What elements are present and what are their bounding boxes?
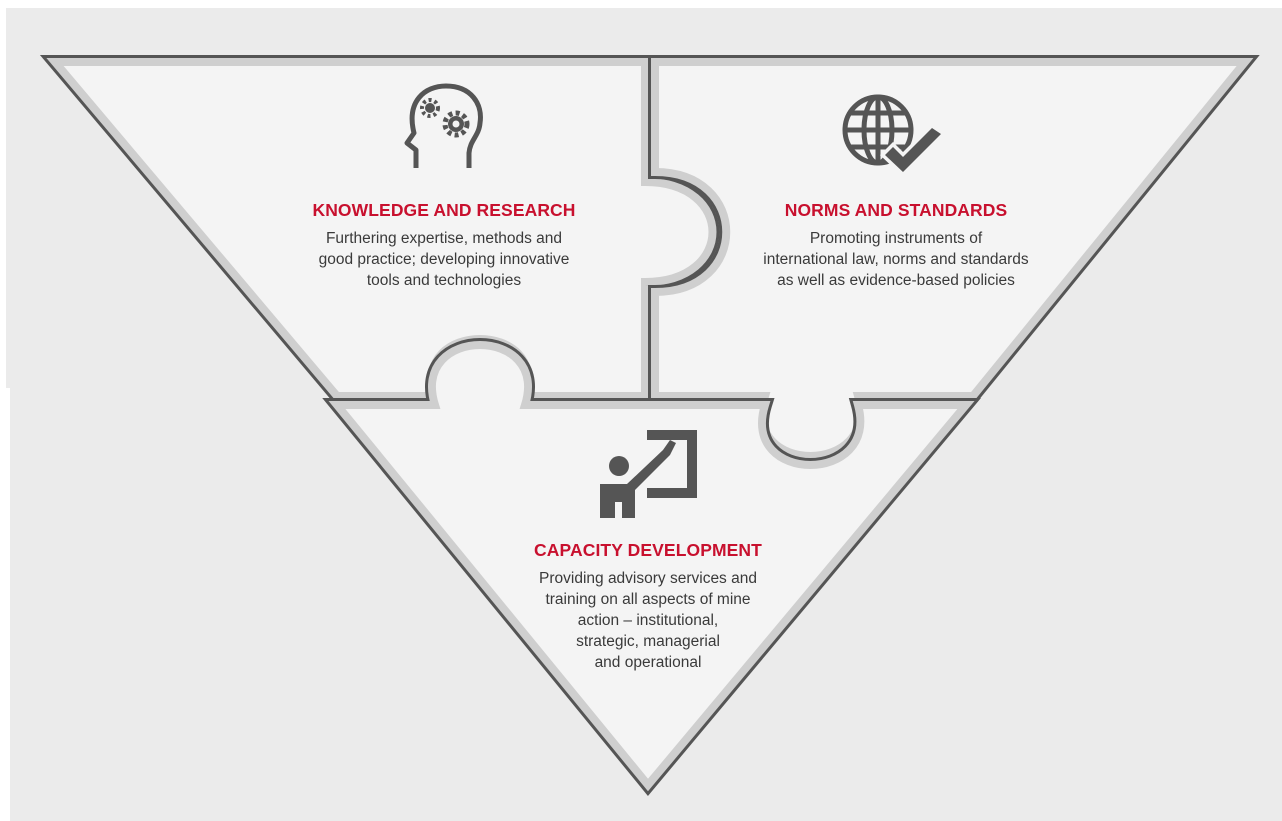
teacher-board-icon — [600, 430, 697, 518]
knowledge-text-block: KNOWLEDGE AND RESEARCH Furthering expert… — [284, 200, 604, 291]
capacity-description-line: strategic, managerial — [576, 633, 720, 650]
knowledge-description-line: tools and technologies — [366, 272, 522, 289]
knowledge-description-line: good practice; developing innovative — [318, 251, 570, 268]
norms-description-line: Promoting instruments of — [809, 230, 983, 247]
globe-check-icon — [842, 94, 947, 177]
knowledge-description-line: Furthering expertise, methods and — [325, 230, 563, 247]
capacity-description-line: Providing advisory services and — [539, 570, 757, 587]
capacity-description-line: action – institutional, — [577, 612, 719, 629]
knowledge-title: KNOWLEDGE AND RESEARCH — [312, 200, 576, 220]
capacity-description-line: training on all aspects of mine — [545, 591, 751, 608]
capacity-title: CAPACITY DEVELOPMENT — [534, 540, 762, 560]
capacity-text-block: CAPACITY DEVELOPMENT Providing advisory … — [488, 540, 808, 673]
norms-description-line: international law, norms and standards — [763, 251, 1029, 268]
piece-capacity-shape — [322, 338, 981, 796]
head-gears-icon — [404, 83, 483, 168]
norms-text-block: NORMS AND STANDARDS Promoting instrument… — [716, 200, 1076, 291]
norms-title: NORMS AND STANDARDS — [784, 200, 1008, 220]
norms-description-line: as well as evidence-based policies — [777, 272, 1015, 289]
piece-knowledge-shape — [39, 55, 720, 403]
capacity-description-line: and operational — [594, 654, 702, 671]
